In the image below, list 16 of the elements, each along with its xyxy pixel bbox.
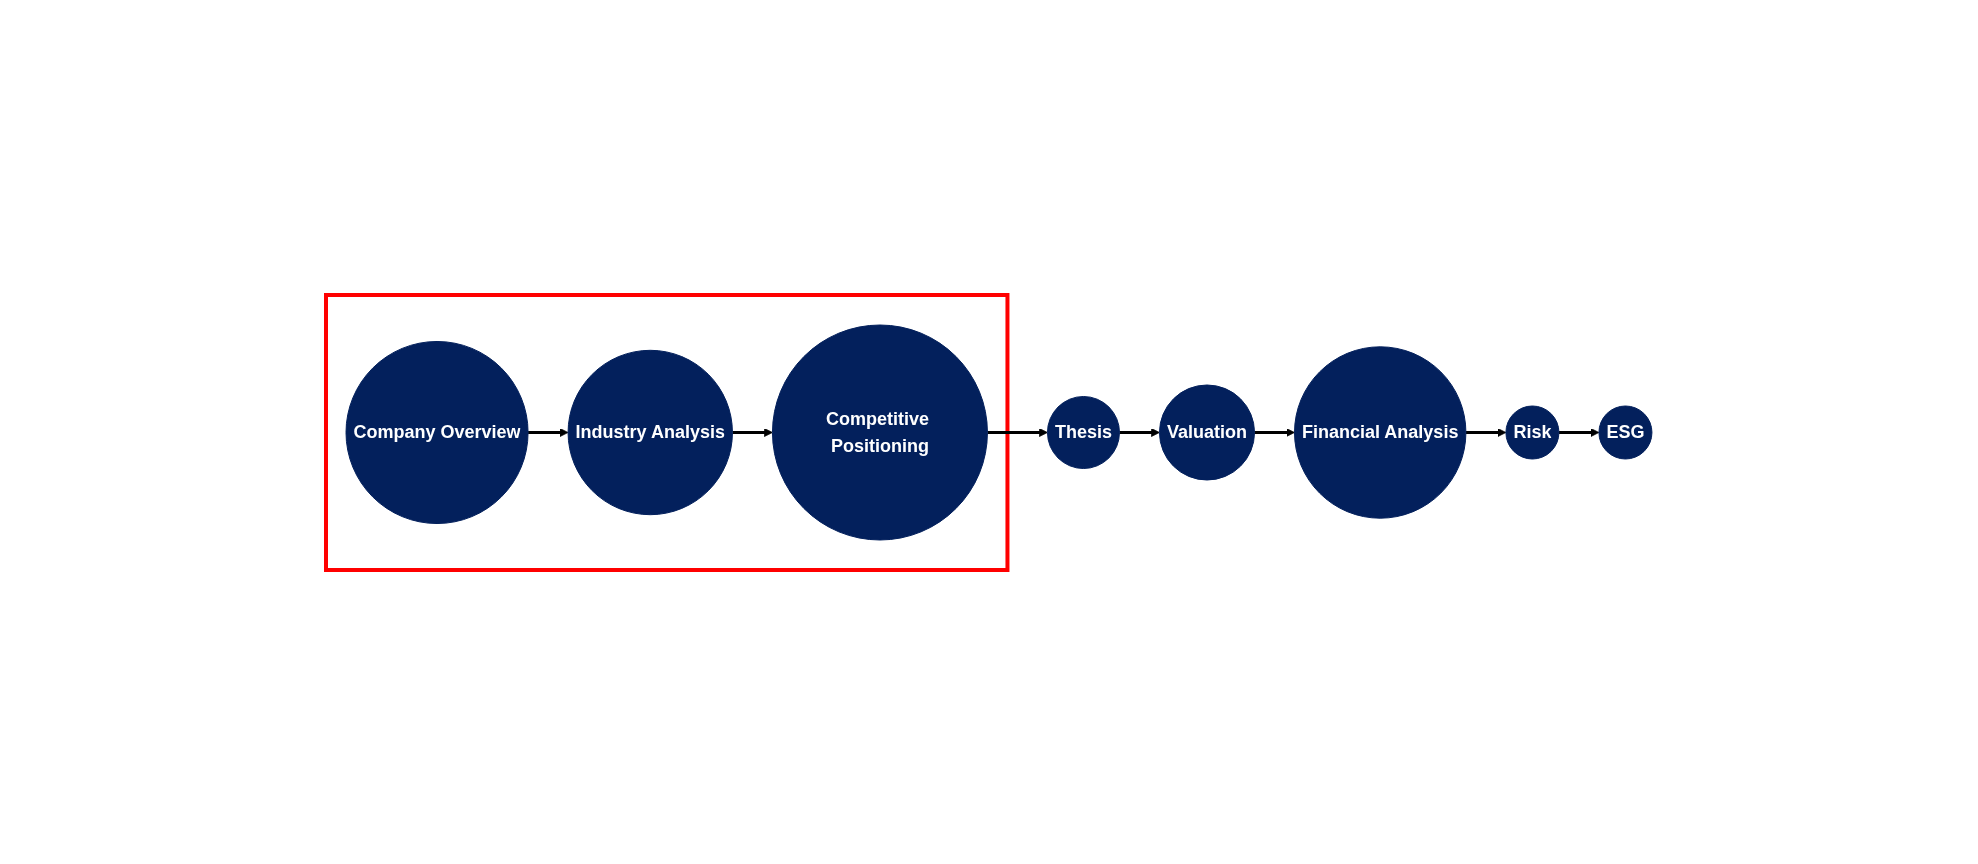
- node-circle: Risk: [1505, 405, 1560, 459]
- node-circle: Company Overview: [345, 340, 529, 524]
- node-circle: Financial Analysis: [1294, 345, 1467, 519]
- arrow: [528, 427, 569, 437]
- arrow: [1119, 427, 1160, 437]
- arrow: [1254, 427, 1295, 437]
- cluster: [324, 292, 1010, 572]
- arrow: [1465, 427, 1507, 437]
- node-circle: Valuation: [1159, 384, 1255, 480]
- node-circle: Thesis: [1046, 395, 1120, 469]
- node-circle: Competitive Positioning: [771, 324, 988, 540]
- arrow: [987, 427, 1048, 437]
- arrow: [1558, 427, 1600, 437]
- node-circle: ESG: [1598, 405, 1653, 459]
- arrow: [732, 427, 773, 437]
- node-circle: Industry Analysis: [567, 349, 733, 515]
